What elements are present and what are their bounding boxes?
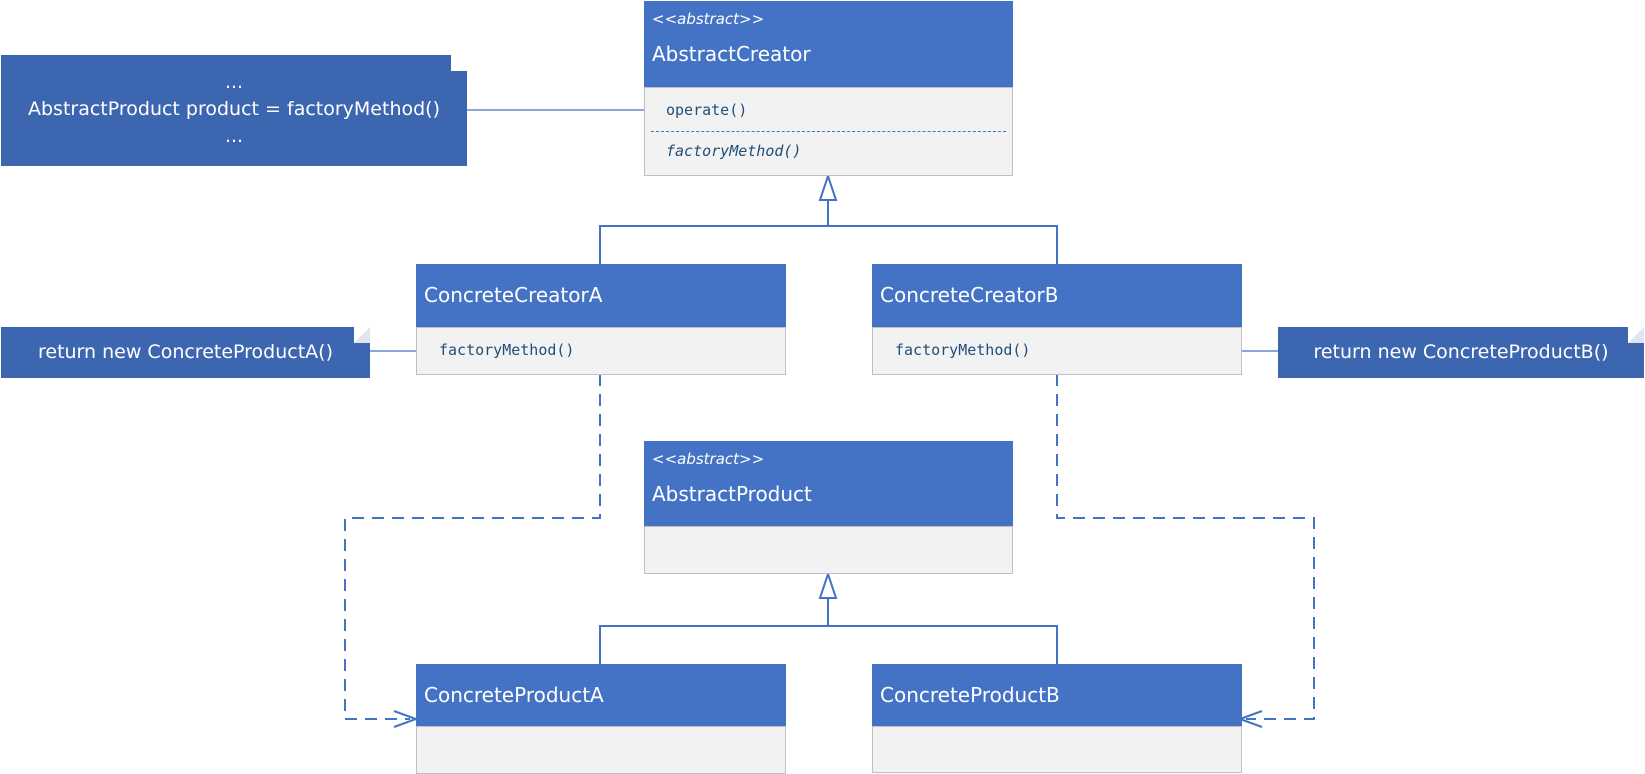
abstract-product-name: AbstractProduct	[652, 482, 812, 506]
concrete-creator-b-operations: factoryMethod()	[872, 327, 1242, 375]
abstract-product-stereotype: <<abstract>>	[652, 450, 765, 468]
concrete-creator-a-name: ConcreteCreatorA	[424, 283, 603, 307]
generalization-product-b	[828, 625, 1058, 664]
operate-note[interactable]: ... AbstractProduct product = factoryMet…	[1, 55, 467, 166]
dependency-creator-b-product-b	[1056, 374, 1315, 720]
abstract-creator-class[interactable]: <<abstract>> AbstractCreator operate() f…	[644, 1, 1013, 176]
abstract-product-class[interactable]: <<abstract>> AbstractProduct	[644, 441, 1013, 574]
generalization-creator-b	[828, 225, 1058, 264]
generalization-product-a	[599, 598, 829, 664]
concrete-product-a-name: ConcreteProductA	[424, 683, 604, 707]
generalization-arrowhead-product	[818, 570, 838, 599]
abstract-creator-stereotype: <<abstract>>	[652, 10, 765, 28]
concrete-creator-a-class[interactable]: ConcreteCreatorA factoryMethod()	[416, 264, 786, 375]
concrete-creator-b-class[interactable]: ConcreteCreatorB factoryMethod()	[872, 264, 1242, 375]
note-fold-corner	[354, 327, 370, 343]
note-fold-mask	[451, 55, 467, 71]
concrete-creator-a-factory-method: factoryMethod()	[439, 341, 575, 359]
creator-b-note[interactable]: return new ConcreteProductB()	[1278, 327, 1644, 378]
abstract-product-header: <<abstract>> AbstractProduct	[644, 441, 1013, 526]
concrete-product-b-class[interactable]: ConcreteProductB	[872, 664, 1242, 773]
concrete-creator-a-operations: factoryMethod()	[416, 327, 786, 375]
operation-factory-method: factoryMethod()	[666, 142, 802, 160]
dependency-creator-a-product-a	[344, 374, 601, 720]
concrete-creator-b-name: ConcreteCreatorB	[880, 283, 1059, 307]
operate-note-line-2: AbstractProduct product = factoryMethod(…	[27, 98, 440, 120]
operation-operate: operate()	[666, 101, 748, 119]
concrete-product-b-name: ConcreteProductB	[880, 683, 1060, 707]
note-fold-corner	[1628, 327, 1644, 343]
concrete-creator-a-header: ConcreteCreatorA	[416, 264, 786, 327]
concrete-product-b-header: ConcreteProductB	[872, 664, 1242, 726]
concrete-product-a-header: ConcreteProductA	[416, 664, 786, 726]
concrete-creator-b-header: ConcreteCreatorB	[872, 264, 1242, 327]
generalization-arrowhead-creator	[818, 172, 838, 201]
concrete-product-a-class[interactable]: ConcreteProductA	[416, 664, 786, 774]
concrete-product-a-body	[416, 726, 786, 774]
operation-divider	[651, 131, 1006, 132]
concrete-creator-b-factory-method: factoryMethod()	[895, 341, 1031, 359]
generalization-creator-a	[599, 200, 829, 264]
operate-note-line-3: ...	[224, 125, 244, 147]
creator-a-note-text: return new ConcreteProductA()	[37, 341, 333, 363]
creator-a-note[interactable]: return new ConcreteProductA()	[1, 327, 370, 378]
abstract-creator-operations: operate() factoryMethod()	[644, 87, 1013, 176]
abstract-creator-header: <<abstract>> AbstractCreator	[644, 1, 1013, 87]
concrete-product-b-body	[872, 726, 1242, 773]
abstract-creator-name: AbstractCreator	[652, 42, 811, 66]
creator-b-note-text: return new ConcreteProductB()	[1313, 341, 1609, 363]
abstract-product-body	[644, 526, 1013, 574]
operate-note-line-1: ...	[224, 71, 244, 93]
